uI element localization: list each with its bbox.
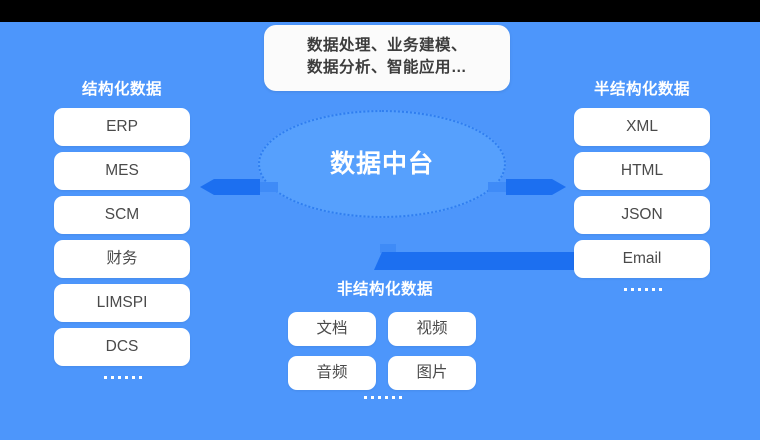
data-hub-ellipse — [258, 110, 506, 218]
unstructured-data-title: 非结构化数据 — [336, 281, 433, 298]
data-hub-label: 数据中台 — [329, 150, 434, 178]
arrow-right-icon — [488, 179, 566, 195]
data-platform-diagram: 数据中台 数据处理、业务建模、 数据分析、智能应用… 结构化数据 ERP MES… — [0, 22, 760, 440]
callout-line-2: 数据分析、智能应用… — [306, 59, 467, 76]
unstructured-item-audio[interactable]: 音频 — [288, 356, 376, 390]
semi-structured-item-xml[interactable]: XML — [574, 108, 710, 146]
structured-data-title: 结构化数据 — [81, 81, 162, 98]
structured-ellipsis — [104, 376, 142, 379]
unstructured-item-document[interactable]: 文档 — [288, 312, 376, 346]
structured-item-finance[interactable]: 财务 — [54, 240, 190, 278]
structured-item-limspi[interactable]: LIMSPI — [54, 284, 190, 322]
capabilities-callout: 数据处理、业务建模、 数据分析、智能应用… — [264, 25, 510, 91]
semi-structured-item-json[interactable]: JSON — [574, 196, 710, 234]
semi-structured-data-title: 半结构化数据 — [593, 81, 690, 98]
unstructured-ellipsis — [364, 396, 402, 399]
structured-item-mes[interactable]: MES — [54, 152, 190, 190]
structured-item-erp[interactable]: ERP — [54, 108, 190, 146]
arrow-left-icon — [200, 179, 278, 195]
arrow-down-icon — [374, 244, 574, 270]
semi-structured-item-email[interactable]: Email — [574, 240, 710, 278]
unstructured-item-image[interactable]: 图片 — [388, 356, 476, 390]
semi-structured-item-html[interactable]: HTML — [574, 152, 710, 190]
callout-line-1: 数据处理、业务建模、 — [306, 37, 467, 54]
structured-item-dcs[interactable]: DCS — [54, 328, 190, 366]
structured-item-scm[interactable]: SCM — [54, 196, 190, 234]
semi-structured-ellipsis — [624, 288, 662, 291]
unstructured-item-video[interactable]: 视频 — [388, 312, 476, 346]
